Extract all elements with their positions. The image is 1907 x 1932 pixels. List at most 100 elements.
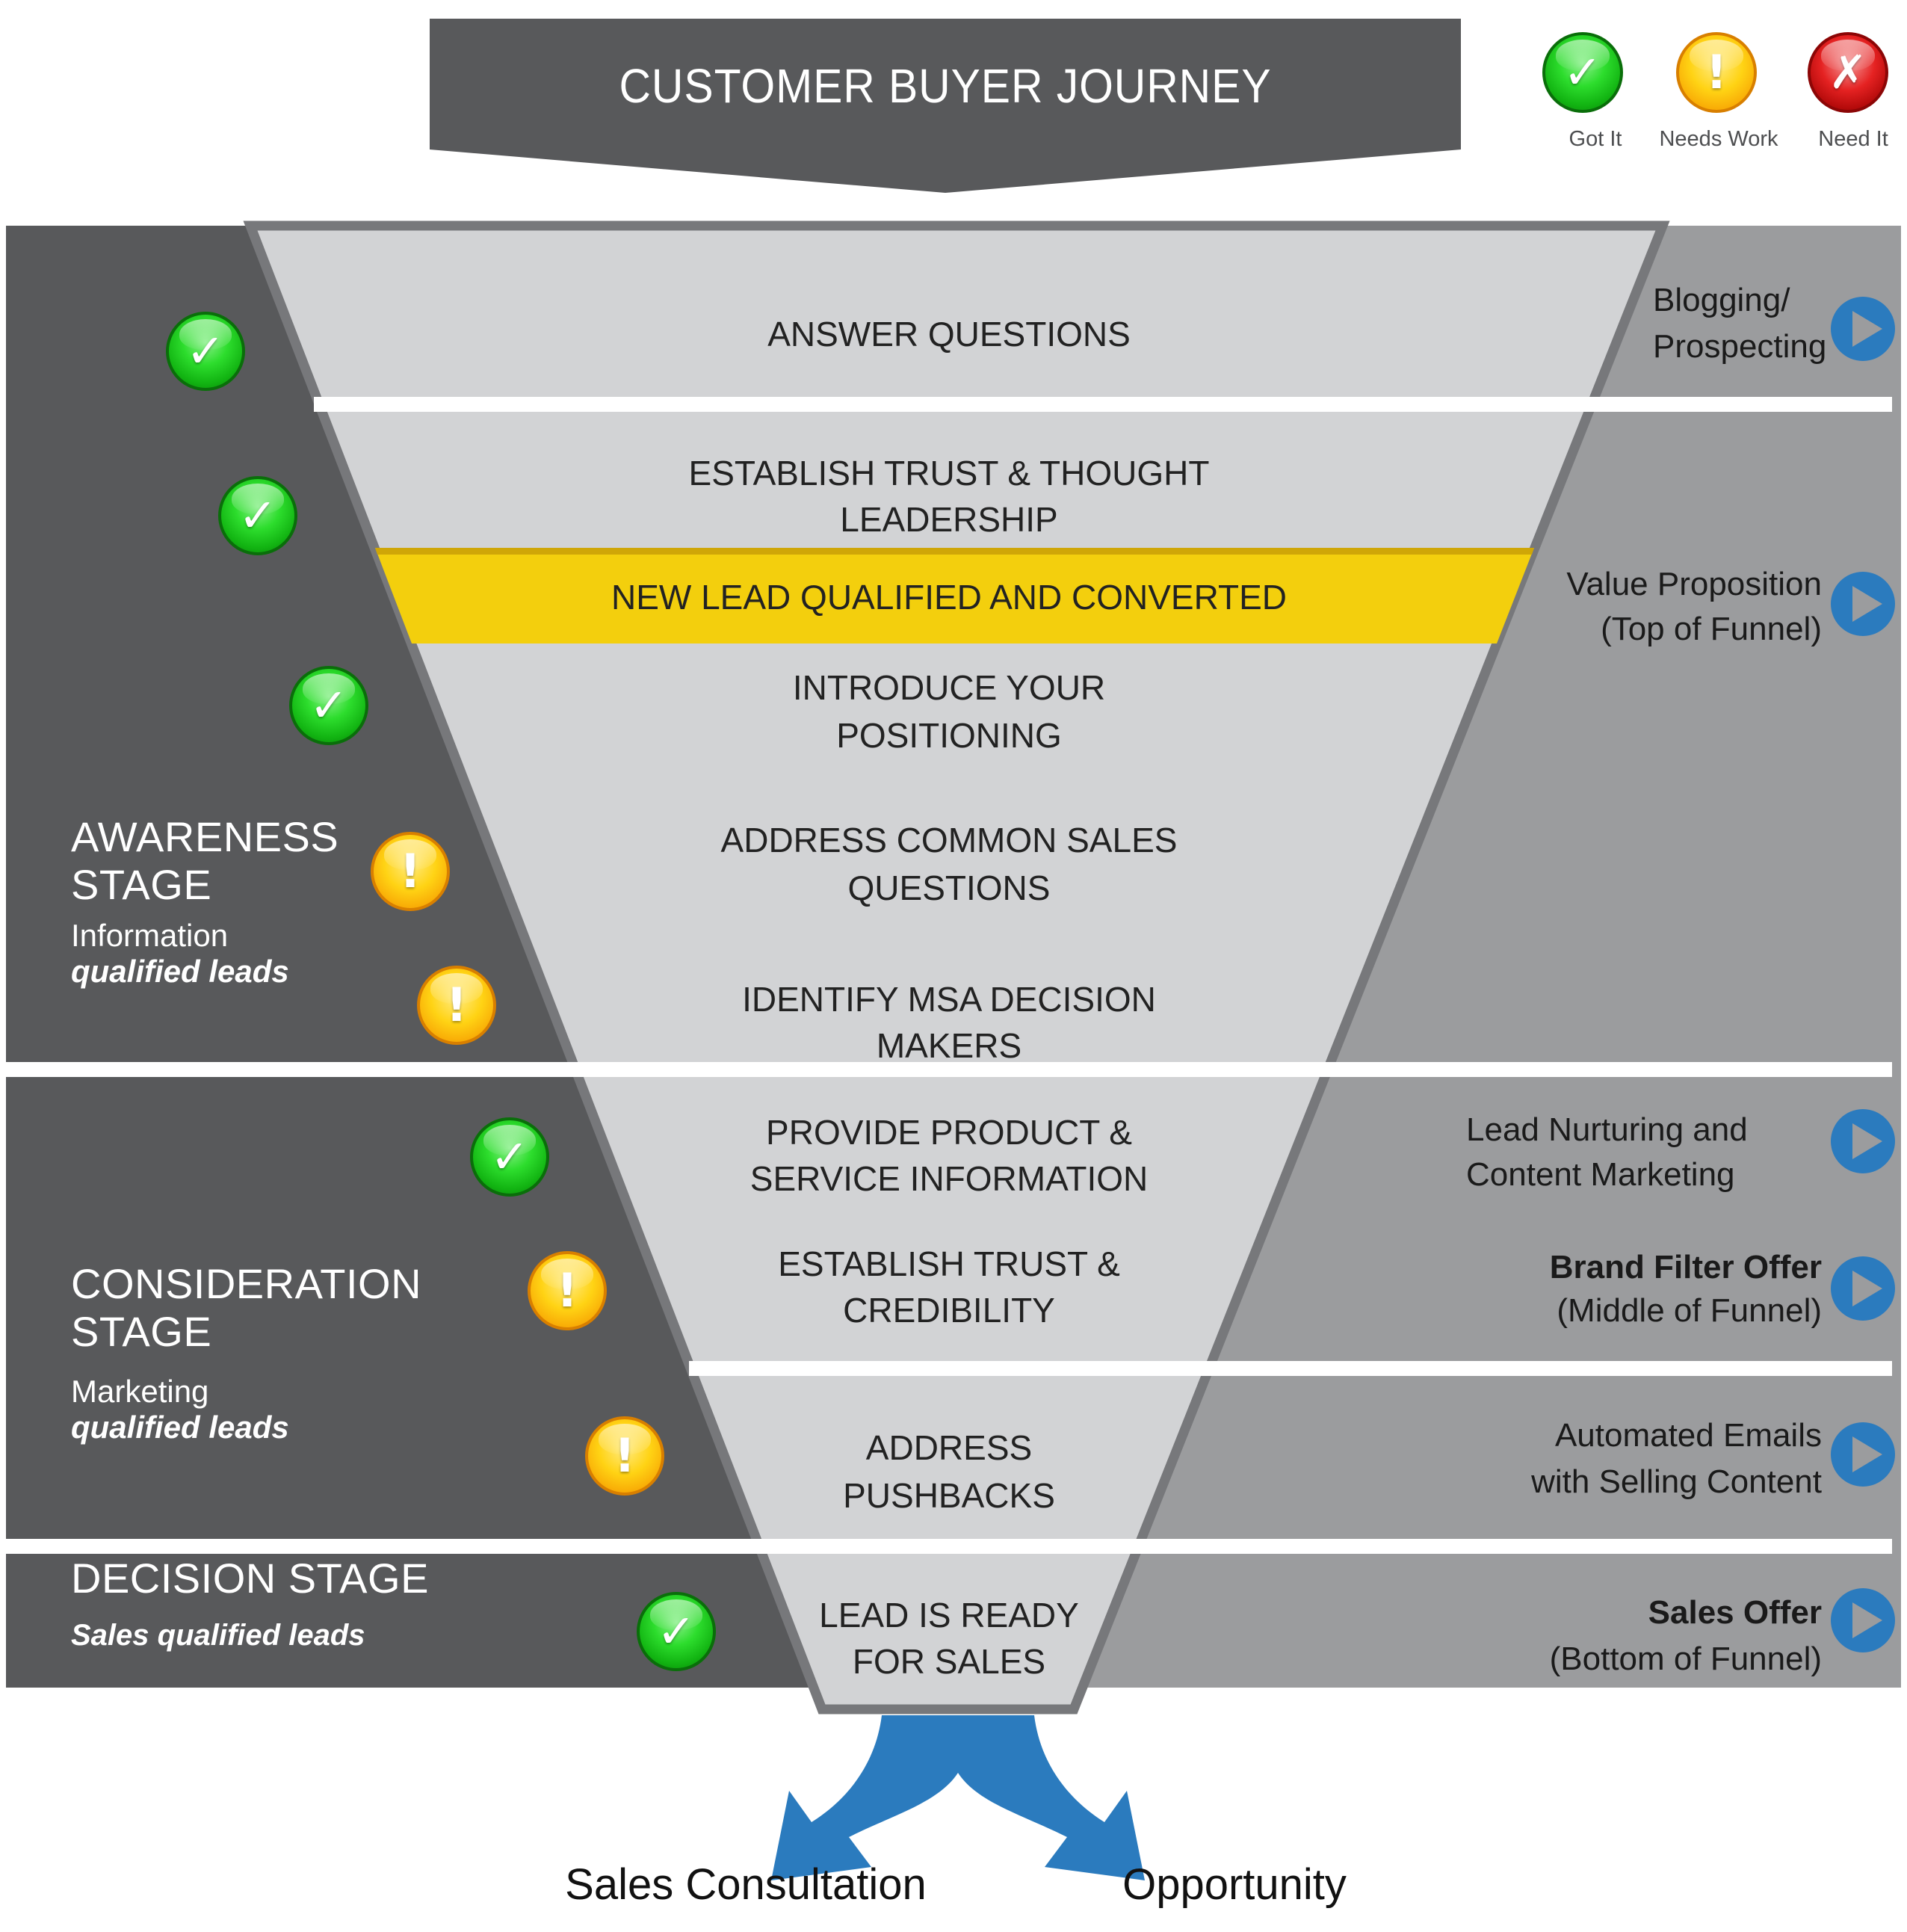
exclamation-glyph: ! bbox=[445, 978, 468, 1032]
right-item-lead-nurturing: Lead Nurturing and Content Marketing bbox=[1466, 1108, 1748, 1197]
header-banner bbox=[430, 19, 1461, 193]
funnel-row-address-pushbacks: ADDRESS PUSHBACKS bbox=[501, 1424, 1397, 1519]
row-line: PUSHBACKS bbox=[843, 1476, 1055, 1515]
check-glyph: ✓ bbox=[309, 678, 348, 732]
stage-decision-emphasis: Sales qualified leads bbox=[71, 1619, 365, 1652]
funnel-row-new-lead-qualified: NEW LEAD QUALIFIED AND CONVERTED bbox=[611, 578, 1287, 617]
stage-consideration-title: CONSIDERATION STAGE bbox=[71, 1260, 421, 1356]
funnel-row-establish-trust-thought: ESTABLISH TRUST & THOUGHT LEADERSHIP bbox=[501, 450, 1397, 543]
right-item-blogging: Blogging/ Prospecting bbox=[1653, 277, 1826, 370]
stage-consideration-line1: CONSIDERATION bbox=[71, 1260, 422, 1307]
divider-2 bbox=[6, 1062, 1892, 1077]
right-item-automated-emails: Automated Emails with Selling Content bbox=[1270, 1413, 1822, 1505]
stage-awareness-line1: AWARENESS bbox=[71, 813, 339, 860]
status-check-icon: ✓ bbox=[470, 1117, 549, 1197]
right-item-brand-filter: Brand Filter Offer (Middle of Funnel) bbox=[1270, 1246, 1822, 1333]
legend-label-got-it: Got It bbox=[1568, 127, 1622, 151]
row-line: FOR SALES bbox=[852, 1642, 1046, 1681]
divider-1 bbox=[314, 397, 1892, 412]
right-item-line: Automated Emails bbox=[1554, 1417, 1822, 1454]
row-line: SERVICE INFORMATION bbox=[749, 1159, 1149, 1198]
funnel-row-address-common-sales: ADDRESS COMMON SALES QUESTIONS bbox=[501, 816, 1397, 912]
highlight-band bbox=[375, 548, 1534, 644]
row-line: ADDRESS bbox=[865, 1428, 1033, 1467]
check-glyph: ✓ bbox=[657, 1604, 696, 1658]
stage-consideration-emphasis: qualified leads bbox=[71, 1410, 289, 1445]
row-line: IDENTIFY MSA DECISION bbox=[742, 980, 1156, 1019]
right-item-value-proposition: Value Proposition (Top of Funnel) bbox=[1270, 562, 1822, 652]
exclamation-glyph: ! bbox=[613, 1428, 636, 1483]
exclamation-glyph: ! bbox=[1705, 45, 1728, 99]
play-triangle-icon bbox=[1852, 311, 1882, 347]
play-icon[interactable] bbox=[1831, 1422, 1895, 1487]
right-item-line: Prospecting bbox=[1653, 328, 1827, 365]
exclamation-glyph: ! bbox=[399, 844, 421, 898]
right-item-sales-offer: Sales Offer (Bottom of Funnel) bbox=[1270, 1590, 1822, 1682]
row-line: CREDIBILITY bbox=[843, 1291, 1055, 1330]
x-glyph: ✗ bbox=[1829, 45, 1867, 99]
exclamation-glyph: ! bbox=[556, 1263, 578, 1318]
play-triangle-icon bbox=[1852, 586, 1882, 622]
stage-awareness-subtitle: Information bbox=[71, 918, 229, 953]
play-triangle-icon bbox=[1852, 1271, 1882, 1306]
highlight-band-edge bbox=[375, 548, 1534, 555]
check-glyph: ✓ bbox=[238, 488, 277, 543]
right-content-panel bbox=[1082, 226, 1901, 1688]
play-icon[interactable] bbox=[1831, 1256, 1895, 1321]
legend-check-icon: ✓ bbox=[1542, 32, 1623, 113]
status-check-icon: ✓ bbox=[637, 1592, 716, 1671]
status-check-icon: ✓ bbox=[166, 312, 245, 391]
play-triangle-icon bbox=[1852, 1123, 1882, 1159]
row-line: MAKERS bbox=[876, 1026, 1022, 1065]
funnel-row-provide-product: PROVIDE PRODUCT & SERVICE INFORMATION bbox=[501, 1109, 1397, 1202]
status-warning-icon: ! bbox=[417, 966, 496, 1045]
outcome-opportunity: Opportunity bbox=[1122, 1860, 1347, 1909]
check-glyph: ✓ bbox=[1563, 45, 1602, 99]
stage-awareness-emphasis: qualified leads bbox=[71, 954, 289, 989]
row-line: LEADERSHIP bbox=[840, 500, 1058, 539]
status-warning-icon: ! bbox=[371, 832, 450, 911]
status-warning-icon: ! bbox=[585, 1416, 664, 1496]
right-item-line: Brand Filter Offer bbox=[1549, 1249, 1822, 1286]
legend-exclamation-icon: ! bbox=[1676, 32, 1757, 113]
funnel-row-lead-ready: LEAD IS READY FOR SALES bbox=[501, 1592, 1397, 1685]
play-triangle-icon bbox=[1852, 1602, 1882, 1638]
right-item-line: Lead Nurturing and bbox=[1466, 1111, 1748, 1148]
play-icon[interactable] bbox=[1831, 572, 1895, 636]
right-item-line: (Middle of Funnel) bbox=[1557, 1292, 1822, 1329]
stage-awareness-title: AWARENESS STAGE bbox=[71, 813, 339, 909]
stage-consideration-subtitle: Marketing bbox=[71, 1374, 209, 1409]
right-item-line: with Selling Content bbox=[1531, 1463, 1822, 1500]
play-icon[interactable] bbox=[1831, 297, 1895, 361]
right-item-line: Value Proposition bbox=[1566, 566, 1822, 602]
funnel-row-identify-msa: IDENTIFY MSA DECISION MAKERS bbox=[501, 976, 1397, 1069]
stage-decision-title: DECISION STAGE bbox=[71, 1555, 429, 1602]
status-check-icon: ✓ bbox=[289, 666, 368, 745]
page-title: CUSTOMER BUYER JOURNEY bbox=[619, 59, 1272, 113]
row-line: ADDRESS COMMON SALES bbox=[720, 821, 1178, 859]
stage-consideration-line2: STAGE bbox=[71, 1308, 212, 1355]
legend-x-icon: ✗ bbox=[1808, 32, 1888, 113]
outcome-sales-consultation: Sales Consultation bbox=[565, 1860, 927, 1909]
status-check-icon: ✓ bbox=[218, 476, 297, 555]
play-icon[interactable] bbox=[1831, 1588, 1895, 1652]
legend-label-need-it: Need It bbox=[1818, 127, 1888, 151]
status-warning-icon: ! bbox=[528, 1251, 607, 1330]
funnel-row-introduce-positioning: INTRODUCE YOUR POSITIONING bbox=[501, 664, 1397, 759]
right-item-line: Sales Offer bbox=[1648, 1594, 1822, 1631]
right-item-line: (Bottom of Funnel) bbox=[1549, 1641, 1822, 1677]
stage-awareness-line2: STAGE bbox=[71, 861, 212, 908]
row-line: ESTABLISH TRUST & bbox=[778, 1244, 1120, 1283]
right-item-line: (Top of Funnel) bbox=[1601, 611, 1822, 647]
play-icon[interactable] bbox=[1831, 1109, 1895, 1173]
check-glyph: ✓ bbox=[186, 324, 225, 378]
play-triangle-icon bbox=[1852, 1436, 1882, 1472]
row-line: POSITIONING bbox=[836, 716, 1062, 755]
split-arrow-icon bbox=[771, 1715, 1145, 1880]
row-line: ESTABLISH TRUST & THOUGHT bbox=[688, 454, 1210, 493]
row-line: QUESTIONS bbox=[847, 868, 1051, 907]
divider-4 bbox=[6, 1539, 1892, 1554]
funnel-row-answer-questions: ANSWER QUESTIONS bbox=[767, 315, 1131, 354]
